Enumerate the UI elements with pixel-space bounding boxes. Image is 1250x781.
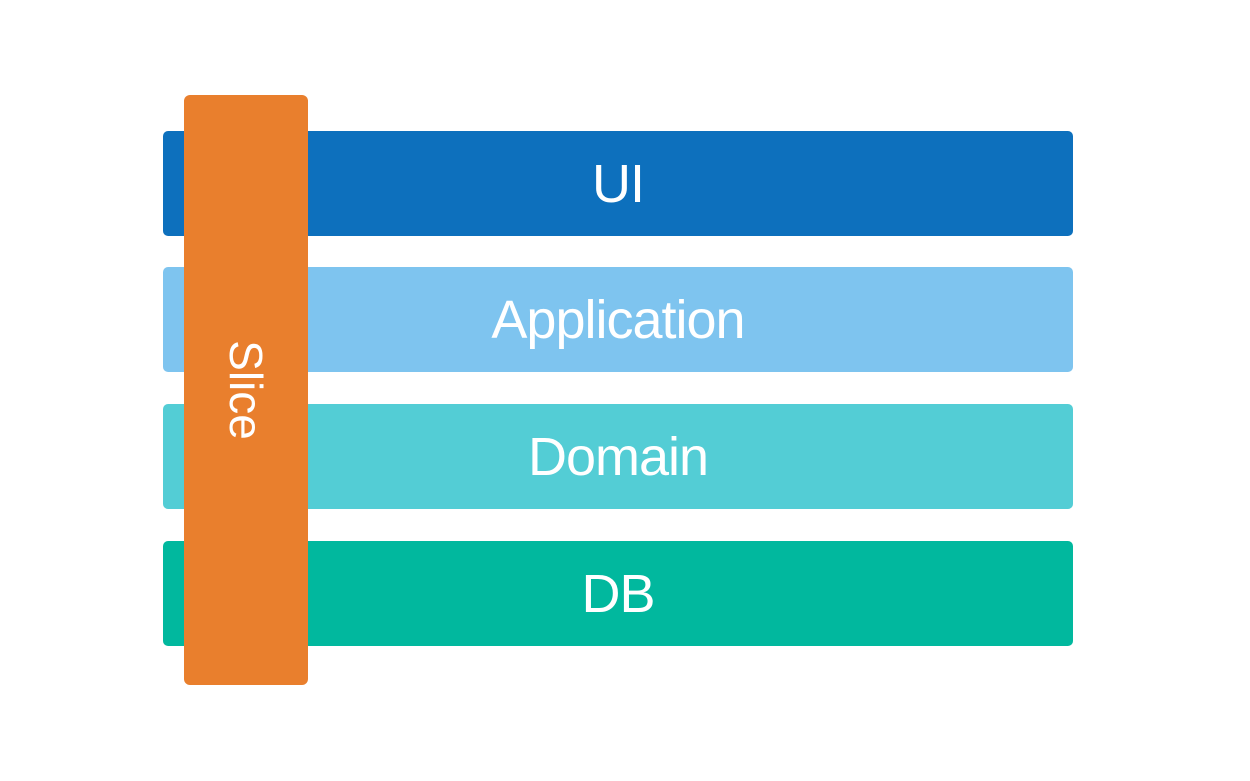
layer-label-application: Application <box>491 289 745 350</box>
slice-bar: Slice <box>184 95 308 685</box>
layer-bar-db: DB <box>163 541 1073 646</box>
layer-bar-domain: Domain <box>163 404 1073 509</box>
layer-label-ui: UI <box>592 153 645 214</box>
layer-label-db: DB <box>581 563 655 624</box>
layer-bar-application: Application <box>163 267 1073 372</box>
layer-bar-ui: UI <box>163 131 1073 236</box>
layer-label-domain: Domain <box>527 426 709 487</box>
slice-label: Slice <box>220 340 272 440</box>
